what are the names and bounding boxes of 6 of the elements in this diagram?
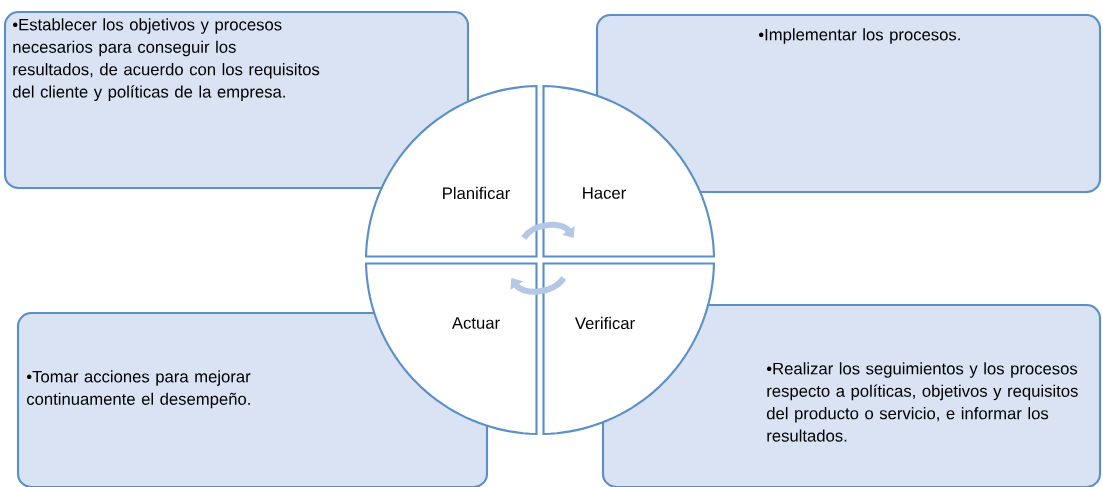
circular-arrow (510, 276, 567, 295)
quadrant-sector: Planificar (364, 84, 538, 258)
quadrant-sector: Actuar (364, 262, 538, 436)
circular-arrow (521, 221, 575, 240)
quadrant-sector: Hacer (542, 84, 716, 258)
quadrant-sector: Verificar (542, 262, 716, 436)
